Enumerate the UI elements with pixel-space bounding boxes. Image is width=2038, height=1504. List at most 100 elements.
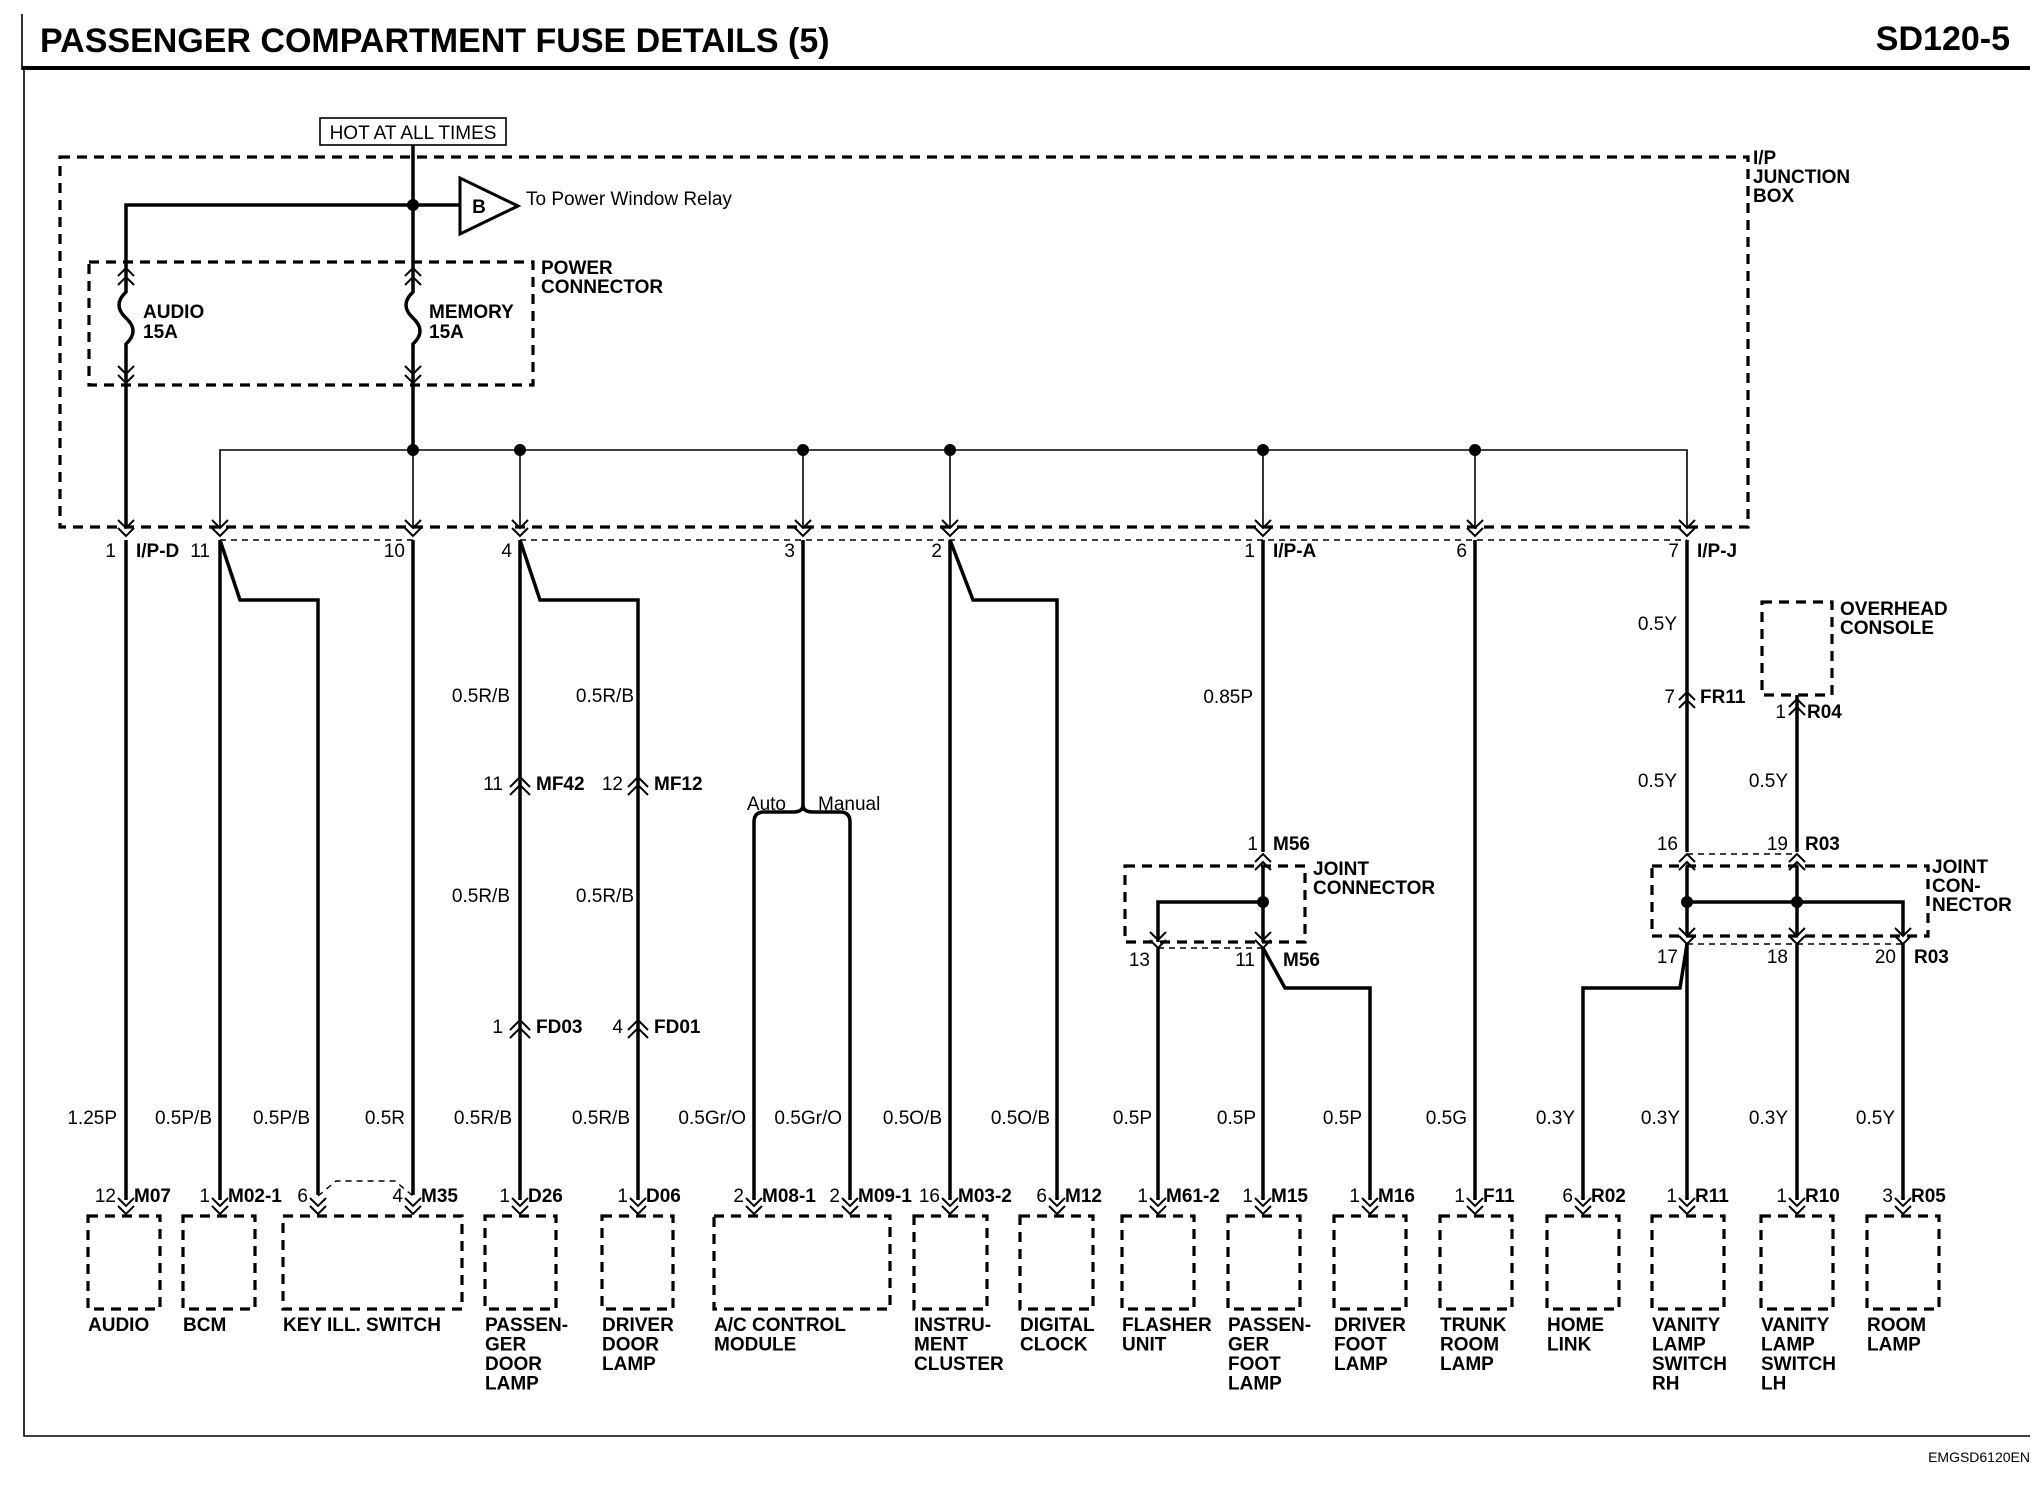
- component-box: [483, 1214, 558, 1311]
- component-label: FLASHER: [1122, 1315, 1212, 1336]
- wire-label: 0.5P/B: [155, 1108, 212, 1129]
- component-box: [1226, 1214, 1302, 1311]
- wire-label-05y-a: 0.5Y: [1638, 614, 1677, 635]
- component-box: [1545, 1214, 1621, 1311]
- component-box: [1438, 1214, 1514, 1311]
- wire-label-d26-top: 0.5R/B: [452, 686, 510, 707]
- bottom-pin-number: 16: [919, 1186, 940, 1207]
- jc2-r03-top-label: R03: [1805, 834, 1840, 855]
- jb-conn-ipa: I/P-A: [1273, 541, 1317, 562]
- wire-label: 0.3Y: [1749, 1108, 1788, 1129]
- component-box: [86, 1214, 162, 1311]
- bottom-pin-number: 1: [199, 1186, 210, 1207]
- component-label: ROOM: [1867, 1315, 1926, 1336]
- jc2-pin-16-label: 16: [1657, 834, 1678, 855]
- bottom-pin-number: 12: [95, 1186, 116, 1207]
- bottom-pin-chevron: [211, 1197, 229, 1216]
- jb-pin-chevron-1: [211, 519, 229, 538]
- jc2-r03-bot-label: R03: [1914, 947, 1949, 968]
- fd03-label: FD03: [536, 1017, 582, 1038]
- ip-junction-box: [58, 155, 1750, 529]
- feed-branch-wire: [124, 203, 460, 265]
- joint-splice-dot: [1257, 896, 1269, 908]
- wire-label: 1.25P: [67, 1108, 117, 1129]
- wire-label-d06-top: 0.5R/B: [576, 686, 634, 707]
- component-label: LAMP: [1867, 1335, 1921, 1356]
- page-title: PASSENGER COMPARTMENT FUSE DETAILS (5): [40, 22, 830, 60]
- bottom-connector-label: D26: [528, 1186, 563, 1207]
- wire-label: 0.5R/B: [454, 1108, 512, 1129]
- component-label: LINK: [1547, 1335, 1592, 1356]
- jb-pin-chevron-4: [794, 519, 812, 538]
- jc-pin-13-label: 13: [1129, 950, 1150, 971]
- component-label: PASSEN-: [1228, 1315, 1311, 1336]
- bottom-pin-chevron: [629, 1197, 647, 1216]
- bottom-connector-label: R05: [1911, 1186, 1946, 1207]
- component-label: VANITY: [1761, 1315, 1830, 1336]
- component-box: [181, 1214, 257, 1311]
- component-box: [600, 1214, 675, 1311]
- component-label: HOME: [1547, 1315, 1604, 1336]
- bottom-pin-chevron: [1466, 1197, 1484, 1216]
- component-box: [1120, 1214, 1196, 1311]
- jb-pin-num-3: 3: [784, 541, 795, 562]
- hot-label-box: [319, 117, 507, 146]
- jb-pin-num-10: 10: [384, 541, 405, 562]
- power-connector-label-2: CONNECTOR: [541, 277, 663, 298]
- component-label: LAMP: [485, 1374, 539, 1395]
- bottom-pin-number: 1: [617, 1186, 628, 1207]
- component-label: FOOT: [1228, 1354, 1281, 1375]
- internal-bus: [219, 449, 1688, 527]
- mf12-label: MF12: [654, 774, 703, 795]
- component-label: LAMP: [1334, 1354, 1388, 1375]
- component-label: LH: [1761, 1374, 1786, 1395]
- bottom-connector-label: R11: [1695, 1186, 1729, 1207]
- bottom-pin-chevron: [404, 1197, 422, 1216]
- mf42-label: MF42: [536, 774, 585, 795]
- bottom-pin-chevron: [941, 1197, 959, 1216]
- bottom-pin-number: 1: [1242, 1186, 1253, 1207]
- home-link-wire: [1581, 943, 1689, 1200]
- bottom-pin-chevron: [309, 1197, 327, 1216]
- wire-label: 0.3Y: [1641, 1108, 1680, 1129]
- jb-pin-chevron-7: [1466, 519, 1484, 538]
- bottom-pin-chevron: [1894, 1197, 1912, 1216]
- mf12-pin: 12: [602, 774, 623, 795]
- bottom-connector-label: M07: [134, 1186, 171, 1207]
- jc-pin-11-label: 11: [1235, 950, 1255, 971]
- fr11-pin: [1678, 690, 1696, 709]
- jb-pin-num-a1: 1: [1244, 541, 1255, 562]
- component-label: UNIT: [1122, 1335, 1167, 1356]
- wire-label: 0.5O/B: [991, 1108, 1050, 1129]
- bottom-connector-label: M09-1: [858, 1186, 912, 1207]
- component-label: LAMP: [1761, 1335, 1815, 1356]
- bottom-pin-number: 4: [392, 1186, 403, 1207]
- power-window-relay-label: To Power Window Relay: [526, 189, 732, 210]
- jb-label-2: JUNCTION: [1753, 167, 1850, 188]
- r04-label: R04: [1807, 702, 1842, 723]
- wire-label: 0.5O/B: [883, 1108, 942, 1129]
- bottom-connector-label: D06: [646, 1186, 681, 1207]
- component-label: DOOR: [485, 1354, 542, 1375]
- memory-fuse: [404, 265, 422, 385]
- component-label: AUDIO: [88, 1315, 149, 1336]
- wire-label-05y-b: 0.5Y: [1638, 771, 1677, 792]
- component-label: LAMP: [1228, 1374, 1282, 1395]
- jb-output-pins: [117, 519, 1696, 538]
- component-box: [712, 1214, 892, 1311]
- component-box: [1018, 1214, 1095, 1311]
- jb-pin-num-1: 1: [105, 541, 116, 562]
- component-label: CLUSTER: [914, 1354, 1004, 1375]
- r04-num: 1: [1775, 702, 1786, 723]
- component-label: LAMP: [602, 1354, 656, 1375]
- memory-fuse-rating: 15A: [429, 322, 464, 343]
- power-connector-label-1: POWER: [541, 258, 613, 279]
- bottom-connector-label: F11: [1483, 1186, 1515, 1207]
- driver-foot-wire: [1261, 947, 1372, 1200]
- overhead-console-label-2: CONSOLE: [1840, 618, 1934, 639]
- wire-label: 0.5P/B: [253, 1108, 310, 1129]
- bottom-pin-number: 1: [1666, 1186, 1677, 1207]
